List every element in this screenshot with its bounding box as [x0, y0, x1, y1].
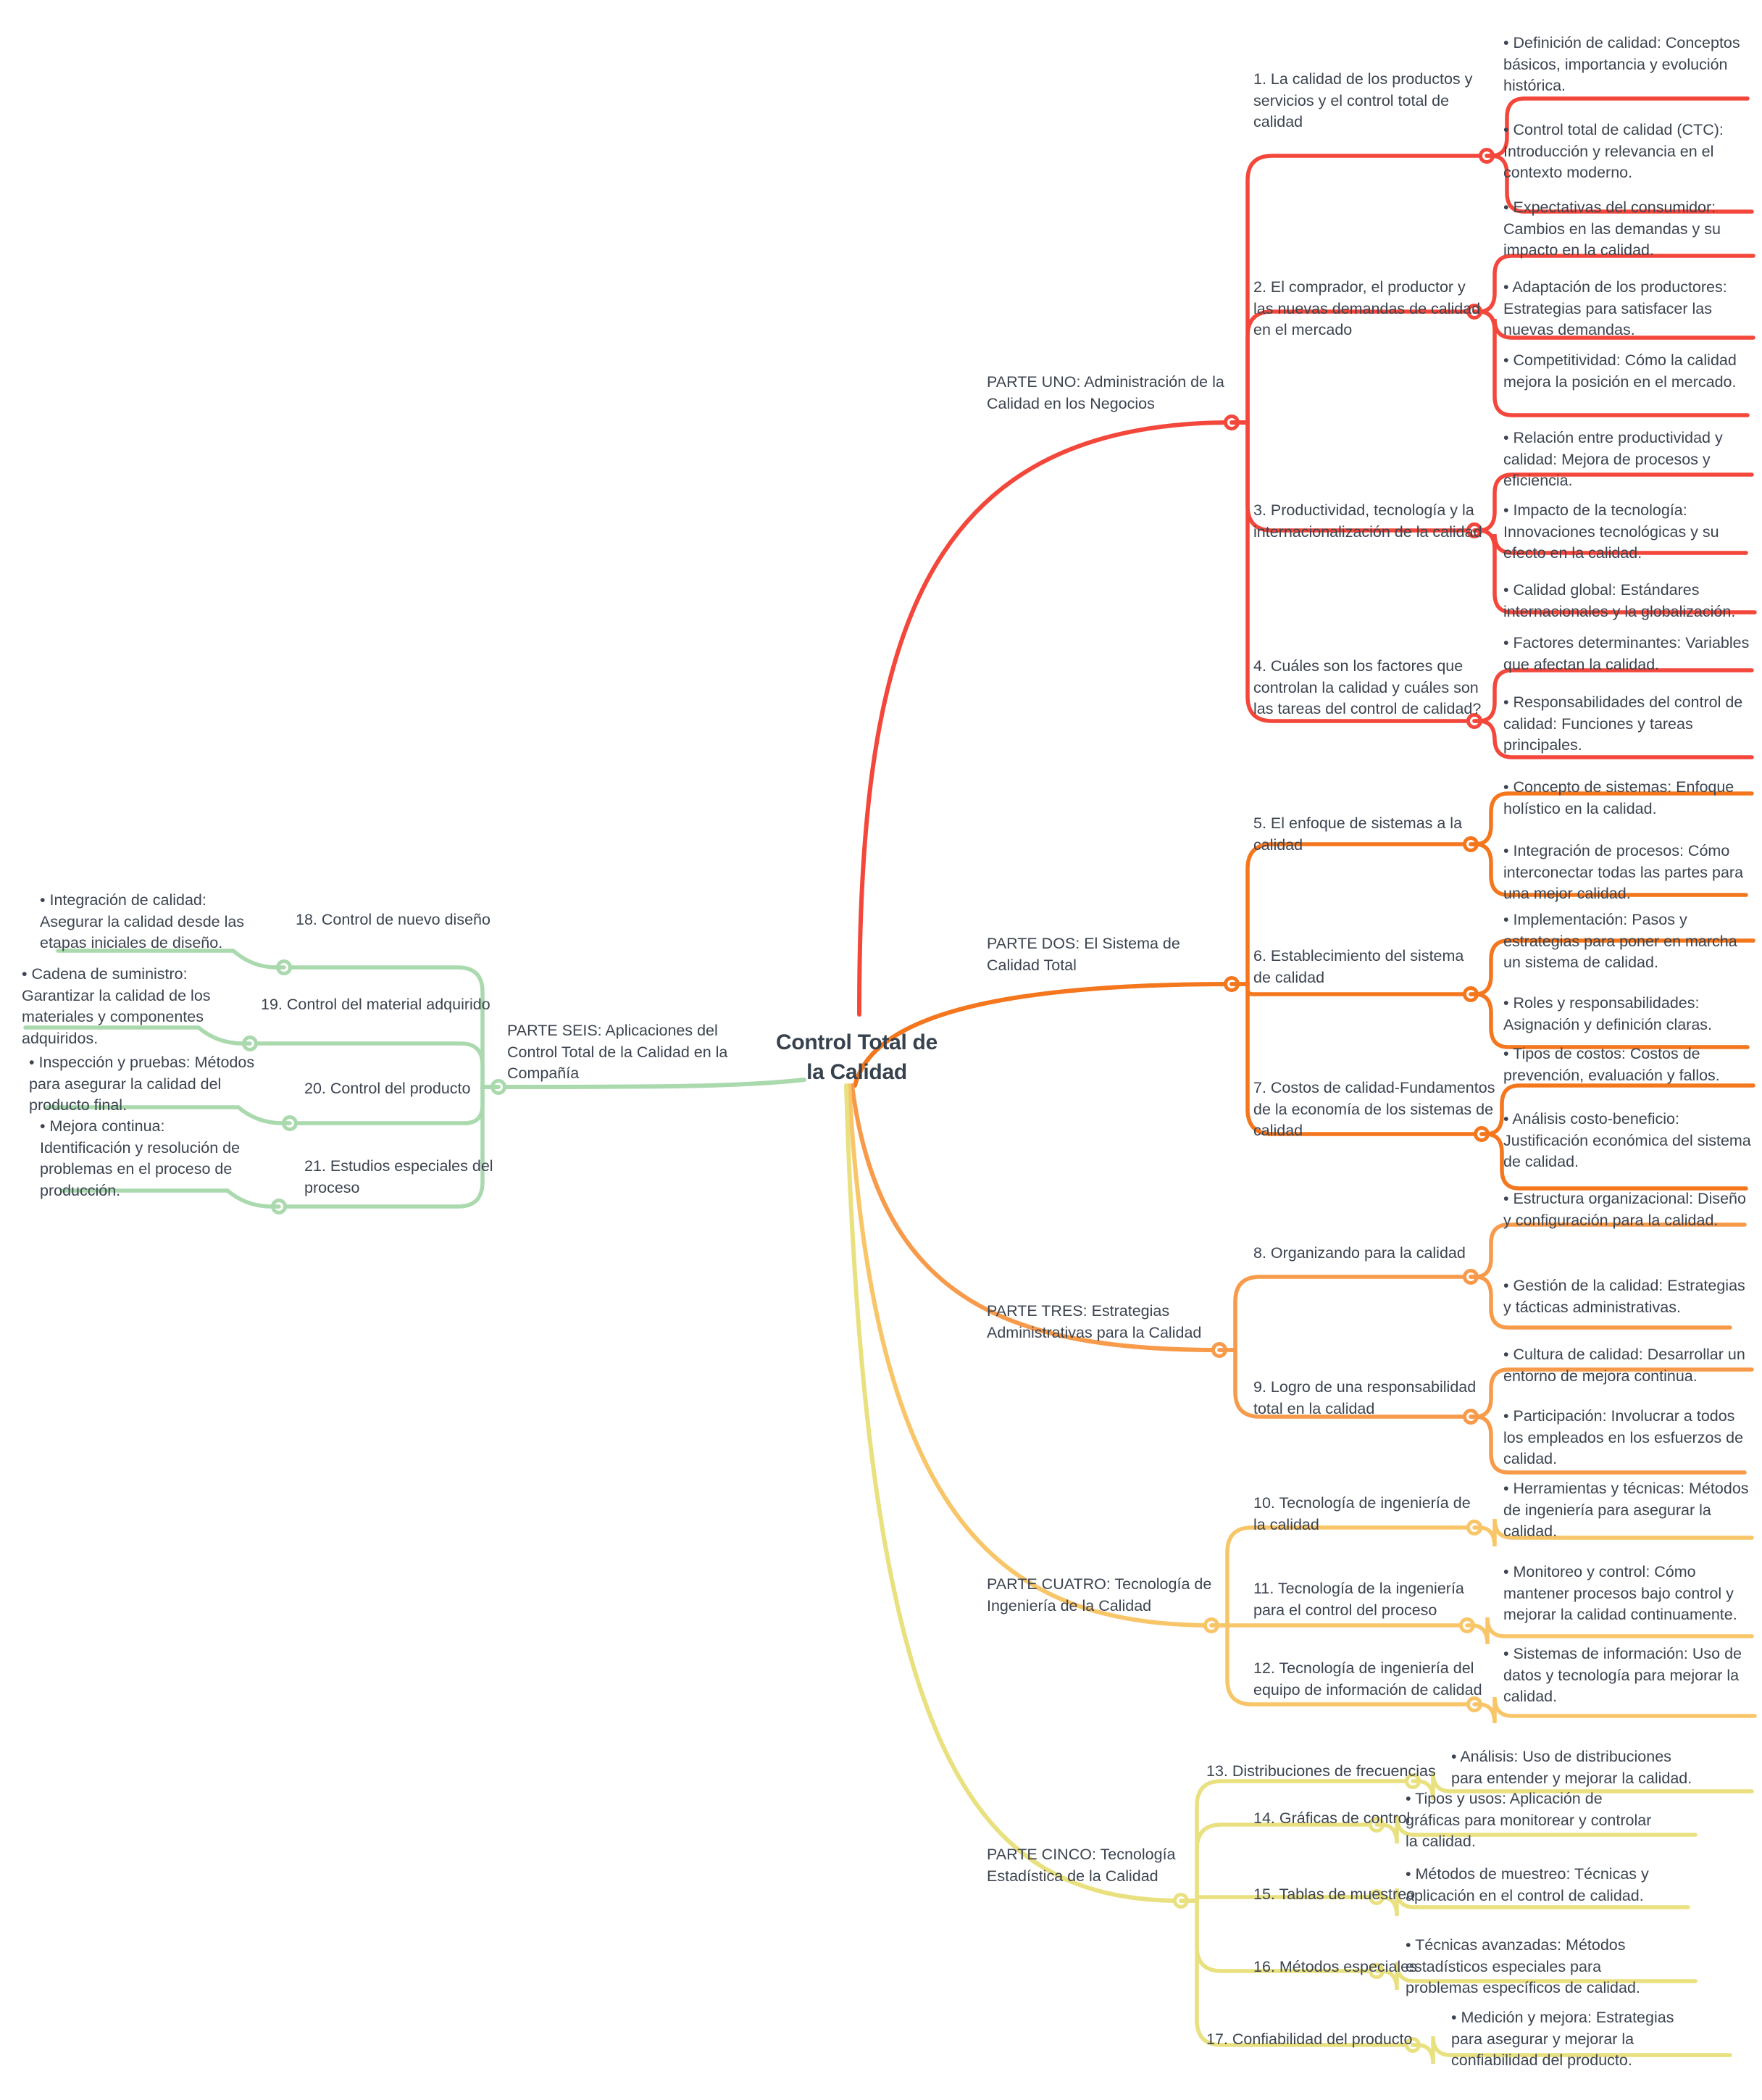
detail-label-implementaci-n-pasos-y-estrategias-para[interactable]: • Implementación: Pasos y estrategias pa… — [1503, 911, 1737, 972]
node-connector-dot[interactable] — [1173, 1893, 1189, 1909]
chapter-label-19-control-del-material-adquirido[interactable]: 19. Control del material adquirido — [261, 996, 490, 1013]
detail-label-t-cnicas-avanzadas-m-todos-estad-sticos[interactable]: • Técnicas avanzadas: Métodos estadístic… — [1406, 1936, 1640, 1997]
chapter-label-5-el-enfoque-de-sistemas-a-la-calidad[interactable]: 5. El enfoque de sistemas a la calidad — [1253, 814, 1463, 854]
node-connector-dot[interactable] — [1479, 148, 1495, 164]
detail-label-competitividad-c-mo-la-calidad-mejora-l[interactable]: • Competitividad: Cómo la calidad mejora… — [1503, 351, 1737, 391]
detail-label-adaptaci-n-de-los-productores-estrategi[interactable]: • Adaptación de los productores: Estrate… — [1503, 278, 1727, 339]
node-connector-dot[interactable] — [1463, 1269, 1479, 1285]
chapter-label-7-costos-de-calidad-fundamentos-de-la-ec[interactable]: 7. Costos de calidad-Fundamentos de la e… — [1253, 1079, 1495, 1140]
detail-label-roles-y-responsabilidades-asignaci-n-y[interactable]: • Roles y responsabilidades: Asignación … — [1503, 994, 1713, 1033]
chapter-label-9-logro-de-una-responsabilidad-total-en[interactable]: 9. Logro de una responsabilidad total en… — [1253, 1378, 1477, 1417]
detail-label-factores-determinantes-variables-que-af[interactable]: • Factores determinantes: Variables que … — [1503, 634, 1750, 673]
branch-connector — [1179, 1779, 1415, 1903]
chapter-label-15-tablas-de-muestreo[interactable]: 15. Tablas de muestreo — [1253, 1886, 1416, 1903]
node-connector-dot[interactable] — [276, 959, 292, 975]
detail-label-sistemas-de-informaci-n-uso-de-datos-y[interactable]: • Sistemas de información: Uso de datos … — [1503, 1645, 1742, 1706]
detail-label-tipos-y-usos-aplicaci-n-de-gr-ficas-par[interactable]: • Tipos y usos: Aplicación de gráficas p… — [1406, 1790, 1652, 1851]
branch-connector — [1469, 1222, 1747, 1279]
branch-connector — [282, 965, 501, 1089]
node-connector-dot[interactable] — [271, 1199, 287, 1214]
node-connector-dot[interactable] — [1211, 1342, 1227, 1358]
chapter-label-11-tecnolog-a-de-la-ingenier-a-para-el-c[interactable]: 11. Tecnología de la ingeniería para el … — [1253, 1580, 1464, 1619]
chapter-label-6-establecimiento-del-sistema-de-calidad[interactable]: 6. Establecimiento del sistema de calida… — [1253, 947, 1464, 986]
branch-label-parte-seis[interactable]: PARTE SEIS: Aplicaciones del Control Tot… — [507, 1022, 728, 1083]
branch-label-parte-tres[interactable]: PARTE TRES: Estrategias Administrativas … — [987, 1302, 1202, 1341]
detail-label-monitoreo-y-control-c-mo-mantener-proce[interactable]: • Monitoreo y control: Cómo mantener pro… — [1503, 1563, 1737, 1624]
branch-connector — [857, 420, 1234, 1017]
branch-connector — [847, 1083, 1214, 1628]
chapter-label-2-el-comprador-el-productor-y-las-nuevas[interactable]: 2. El comprador, el productor y las nuev… — [1253, 278, 1481, 339]
detail-label-control-total-de-calidad-ctc-introducci[interactable]: • Control total de calidad (CTC): Introd… — [1503, 121, 1724, 182]
node-connector-dot[interactable] — [1224, 414, 1240, 430]
branch-label-parte-cinco[interactable]: PARTE CINCO: Tecnología Estadística de l… — [987, 1846, 1176, 1885]
node-connector-dot[interactable] — [1203, 1617, 1219, 1633]
chapter-label-10-tecnolog-a-de-ingenier-a-de-la-calida[interactable]: 10. Tecnología de ingeniería de la calid… — [1253, 1494, 1471, 1533]
node-connector-dot[interactable] — [1224, 976, 1240, 992]
chapter-label-13-distribuciones-de-frecuencias[interactable]: 13. Distribuciones de frecuencias — [1206, 1762, 1436, 1780]
detail-label-relaci-n-entre-productividad-y-calidad[interactable]: • Relación entre productividad y calidad… — [1503, 429, 1723, 490]
detail-label-estructura-organizacional-dise-o-y-conf[interactable]: • Estructura organizacional: Diseño y co… — [1503, 1190, 1746, 1229]
chapter-label-4-cu-les-son-los-factores-que-controlan[interactable]: 4. Cuáles son los factores que controlan… — [1253, 657, 1482, 718]
chapter-label-18-control-de-nuevo-dise-o[interactable]: 18. Control de nuevo diseño — [296, 911, 490, 928]
node-connector-dot[interactable] — [1463, 986, 1479, 1002]
detail-label-gesti-n-de-la-calidad-estrategias-y-t-c[interactable]: • Gestión de la calidad: Estrategias y t… — [1503, 1277, 1745, 1316]
chapter-label-17-confiabilidad-del-producto[interactable]: 17. Confiabilidad del producto — [1206, 2030, 1413, 2048]
branch-connector — [844, 1083, 1183, 1903]
detail-label-herramientas-y-t-cnicas-m-todos-de-inge[interactable]: • Herramientas y técnicas: Métodos de in… — [1503, 1480, 1749, 1541]
detail-label-cadena-de-suministro-garantizar-la-cali[interactable]: • Cadena de suministro: Garantizar la ca… — [22, 965, 211, 1047]
detail-label-impacto-de-la-tecnolog-a-innovaciones-t[interactable]: • Impacto de la tecnología: Innovaciones… — [1503, 501, 1719, 562]
detail-label-m-todos-de-muestreo-t-cnicas-y-aplicaci[interactable]: • Métodos de muestreo: Técnicas y aplica… — [1406, 1865, 1649, 1904]
chapter-label-16-m-todos-especiales[interactable]: 16. Métodos especiales — [1253, 1958, 1417, 1975]
chapter-label-20-control-del-producto[interactable]: 20. Control del producto — [304, 1080, 471, 1097]
branch-connector — [1217, 1275, 1473, 1352]
detail-label-participaci-n-involucrar-a-todos-los-em[interactable]: • Participación: Involucrar a todos los … — [1503, 1407, 1744, 1468]
chapter-label-8-organizando-para-la-calidad[interactable]: 8. Organizando para la calidad — [1253, 1244, 1466, 1262]
detail-label-calidad-global-est-ndares-internacional[interactable]: • Calidad global: Estándares internacion… — [1503, 581, 1736, 620]
chapter-label-3-productividad-tecnolog-a-y-la-internac[interactable]: 3. Productividad, tecnología y la intern… — [1253, 501, 1482, 541]
chapter-label-14-gr-ficas-de-control[interactable]: 14. Gráficas de control — [1253, 1809, 1411, 1827]
branch-label-parte-cuatro[interactable]: PARTE CUATRO: Tecnología de Ingeniería d… — [987, 1575, 1212, 1614]
detail-label-concepto-de-sistemas-enfoque-hol-stico[interactable]: • Concepto de sistemas: Enfoque holístic… — [1503, 778, 1734, 817]
branch-label-parte-dos[interactable]: PARTE DOS: El Sistema de Calidad Total — [987, 935, 1180, 974]
detail-label-integraci-n-de-procesos-c-mo-interconec[interactable]: • Integración de procesos: Cómo intercon… — [1503, 842, 1744, 903]
detail-label-integraci-n-de-calidad-asegurar-la-cali[interactable]: • Integración de calidad: Asegurar la ca… — [40, 891, 245, 952]
detail-label-tipos-de-costos-costos-de-prevenci-n-ev[interactable]: • Tipos de costos: Costos de prevención,… — [1503, 1045, 1720, 1084]
detail-label-an-lisis-costo-beneficio-justificaci-n[interactable]: • Análisis costo-beneficio: Justificació… — [1503, 1110, 1751, 1171]
chapter-label-12-tecnolog-a-de-ingenier-a-del-equipo-d[interactable]: 12. Tecnología de ingeniería del equipo … — [1253, 1659, 1482, 1699]
detail-label-expectativas-del-consumidor-cambios-en[interactable]: • Expectativas del consumidor: Cambios e… — [1503, 199, 1721, 259]
chapter-label-1-la-calidad-de-los-productos-y-servicio[interactable]: 1. La calidad de los productos y servici… — [1253, 70, 1473, 131]
detail-label-cultura-de-calidad-desarrollar-un-entor[interactable]: • Cultura de calidad: Desarrollar un ent… — [1503, 1346, 1745, 1385]
branch-label-parte-uno[interactable]: PARTE UNO: Administración de la Calidad … — [987, 373, 1224, 412]
detail-label-mejora-continua-identificaci-n-y-resolu[interactable]: • Mejora continua: Identificación y reso… — [40, 1117, 241, 1199]
chapter-label-21-estudios-especiales-del-proceso[interactable]: 21. Estudios especiales del proceso — [304, 1157, 493, 1196]
detail-label-an-lisis-uso-de-distribuciones-para-ent[interactable]: • Análisis: Uso de distribuciones para e… — [1451, 1748, 1692, 1787]
node-connector-dot[interactable] — [282, 1115, 298, 1131]
detail-label-medici-n-y-mejora-estrategias-para-aseg[interactable]: • Medición y mejora: Estrategias para as… — [1451, 2009, 1674, 2070]
detail-label-definici-n-de-calidad-conceptos-b-sicos[interactable]: • Definición de calidad: Conceptos básic… — [1503, 34, 1740, 95]
root-node-label[interactable]: Control Total de la Calidad — [776, 1030, 938, 1085]
detail-label-inspecci-n-y-pruebas-m-todos-para-asegu[interactable]: • Inspección y pruebas: Métodos para ase… — [29, 1054, 255, 1114]
detail-label-responsabilidades-del-control-de-calida[interactable]: • Responsabilidades del control de calid… — [1503, 693, 1743, 754]
